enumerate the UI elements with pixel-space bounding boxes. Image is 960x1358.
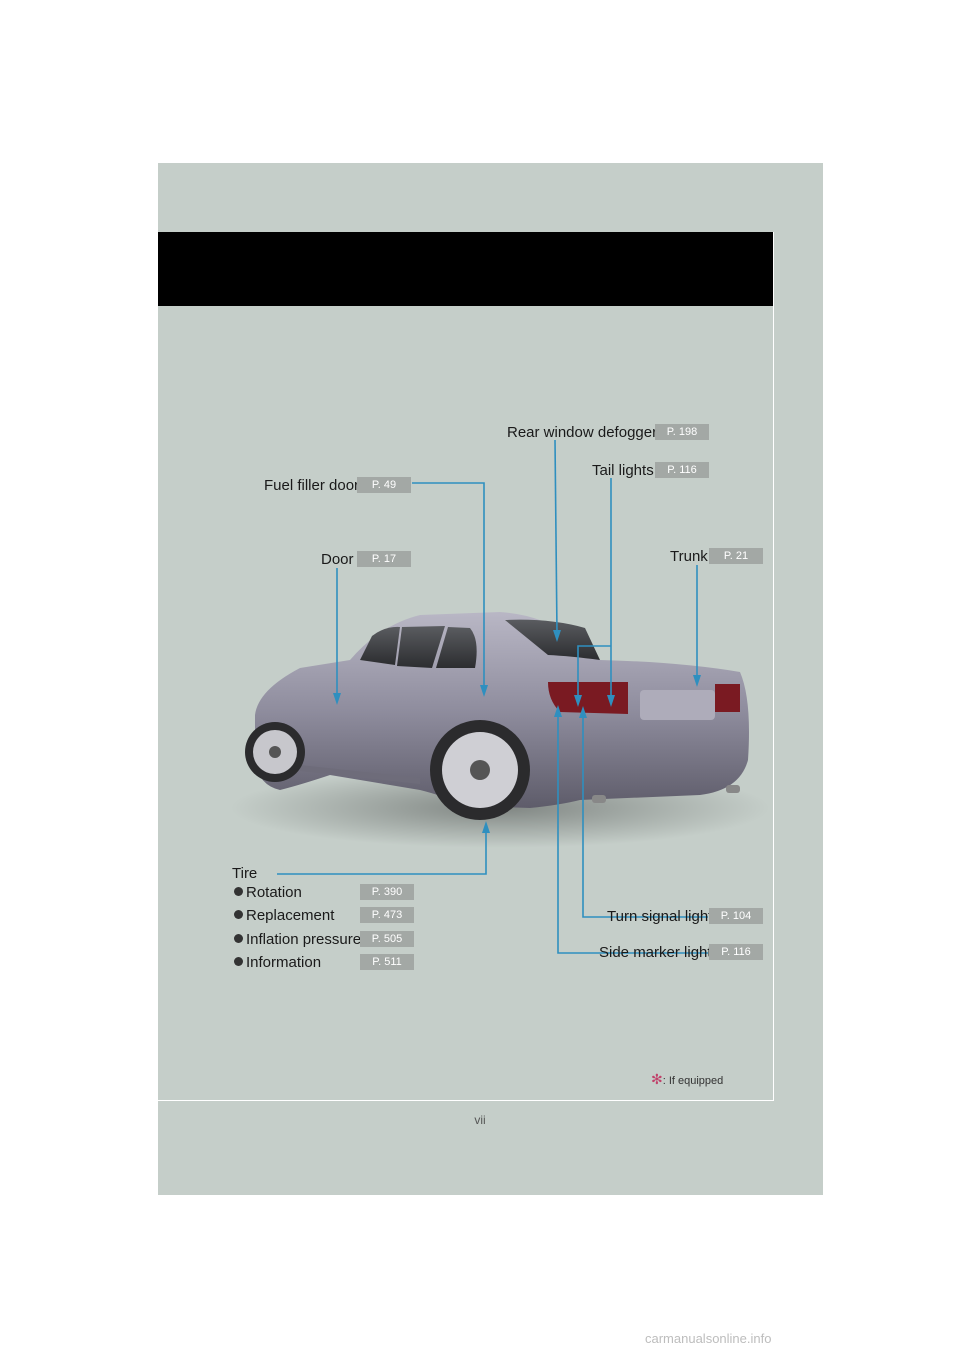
bullet-icon: [234, 910, 243, 919]
leader-line-tail-lights-branch: [577, 645, 611, 700]
fuel-filler-door-page-badge[interactable]: P. 49: [357, 477, 411, 493]
content-frame: [158, 232, 774, 1101]
bullet-icon: [234, 934, 243, 943]
turn-signal-light-page-badge[interactable]: P. 104: [709, 908, 763, 924]
tire-replacement-page-badge[interactable]: P. 473: [360, 907, 414, 923]
rear-window-defogger-label: Rear window defogger: [507, 424, 658, 441]
leader-line-rear-window-defogger: [554, 439, 558, 635]
tire-inflation-pressure-page-badge[interactable]: P. 505: [360, 931, 414, 947]
bullet-icon: [234, 957, 243, 966]
watermark: carmanualsonline.info: [645, 1331, 772, 1346]
side-marker-light-label: Side marker light: [599, 944, 712, 961]
header-bar: [158, 232, 773, 306]
tire-item-rotation: Rotation: [234, 884, 302, 901]
turn-signal-light-label: Turn signal light: [607, 908, 713, 925]
page-number: vii: [474, 1113, 486, 1127]
tire-item-information: Information: [234, 954, 321, 971]
tire-item-inflation-pressure: Inflation pressure: [234, 931, 361, 948]
leader-line-turn-signal: [582, 713, 708, 918]
leader-line-tire: [277, 828, 487, 875]
leader-lines: [277, 439, 708, 954]
tire-item-replacement: Replacement: [234, 907, 334, 924]
footnote: ✻: If equipped: [651, 1071, 724, 1087]
fuel-filler-door-label: Fuel filler door: [264, 477, 360, 494]
side-marker-light-page-badge[interactable]: P. 116: [709, 944, 763, 960]
car-body: [255, 612, 749, 808]
leader-line-fuel-filler-door: [412, 482, 485, 690]
leader-arrowheads: [333, 630, 701, 833]
asterisk-icon: ✻: [651, 1071, 663, 1087]
bullet-icon: [234, 887, 243, 896]
tail-lights-label: Tail lights: [592, 462, 654, 479]
trunk-label: Trunk: [670, 548, 708, 565]
leader-line-side-marker: [557, 712, 708, 954]
car-wheels: [245, 720, 740, 820]
tire-title: Tire: [232, 865, 258, 882]
trunk-page-badge[interactable]: P. 21: [709, 548, 763, 564]
tail-lights-page-badge[interactable]: P. 116: [655, 462, 709, 478]
door-label: Door: [321, 551, 354, 568]
tire-rotation-page-badge[interactable]: P. 390: [360, 884, 414, 900]
door-page-badge[interactable]: P. 17: [357, 551, 411, 567]
tire-information-page-badge[interactable]: P. 511: [360, 954, 414, 970]
rear-window-defogger-page-badge[interactable]: P. 198: [655, 424, 709, 440]
